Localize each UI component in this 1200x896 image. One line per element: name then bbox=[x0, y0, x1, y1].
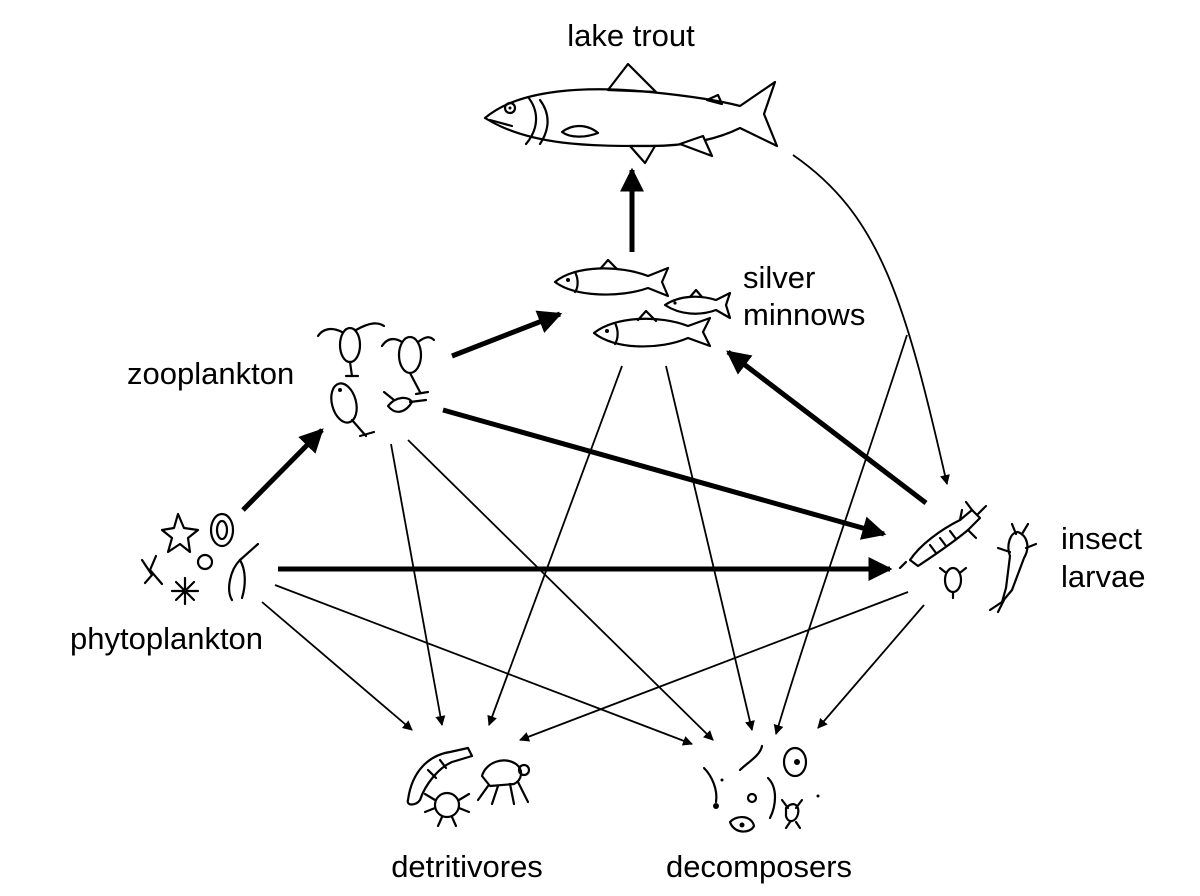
arrow-lake-trout-to-insect-larvae bbox=[792, 154, 950, 485]
decomposers-icon bbox=[702, 744, 820, 833]
arrow-insect-larvae-to-silver-minnows bbox=[726, 350, 928, 505]
zooplankton-icon bbox=[316, 322, 436, 438]
label-phytoplankton: phytoplankton bbox=[70, 621, 264, 656]
insect-larvae-icon bbox=[898, 500, 1038, 614]
label-lake-trout: lake trout bbox=[567, 18, 695, 53]
arrow-lake-trout-to-decomposers bbox=[773, 334, 908, 735]
arrow-zooplankton-to-insect-larvae bbox=[442, 407, 887, 540]
arrow-zooplankton-to-silver-minnows bbox=[451, 310, 563, 359]
arrow-insect-larvae-to-detritivores bbox=[519, 591, 909, 742]
arrow-phytoplankton-to-decomposers bbox=[274, 584, 693, 746]
arrow-zooplankton-to-decomposers bbox=[407, 439, 714, 741]
arrow-silver-minnows-to-decomposers bbox=[665, 365, 755, 731]
arrow-zooplankton-to-detritivores bbox=[390, 443, 446, 726]
phytoplankton-icon bbox=[140, 512, 260, 606]
label-silver-minnows-line2: minnows bbox=[743, 297, 866, 332]
silver-minnows-icon bbox=[553, 258, 732, 348]
label-decomposers: decomposers bbox=[665, 849, 853, 884]
label-detritivores: detritivores bbox=[391, 849, 543, 884]
label-silver-minnows-line1: silver bbox=[743, 260, 816, 295]
arrow-phytoplankton-to-zooplankton bbox=[241, 428, 324, 512]
arrow-insect-larvae-to-decomposers bbox=[817, 604, 925, 729]
detritivores-icon bbox=[406, 746, 531, 828]
label-insect-larvae-line2: larvae bbox=[1061, 559, 1146, 594]
arrow-silver-minnows-to-detritivores bbox=[487, 365, 623, 726]
arrows bbox=[241, 154, 950, 746]
label-insect-larvae-line1: insect bbox=[1061, 521, 1142, 556]
label-zooplankton: zooplankton bbox=[127, 356, 295, 391]
lake-trout-icon bbox=[483, 62, 779, 165]
arrow-phytoplankton-to-detritivores bbox=[261, 601, 413, 731]
